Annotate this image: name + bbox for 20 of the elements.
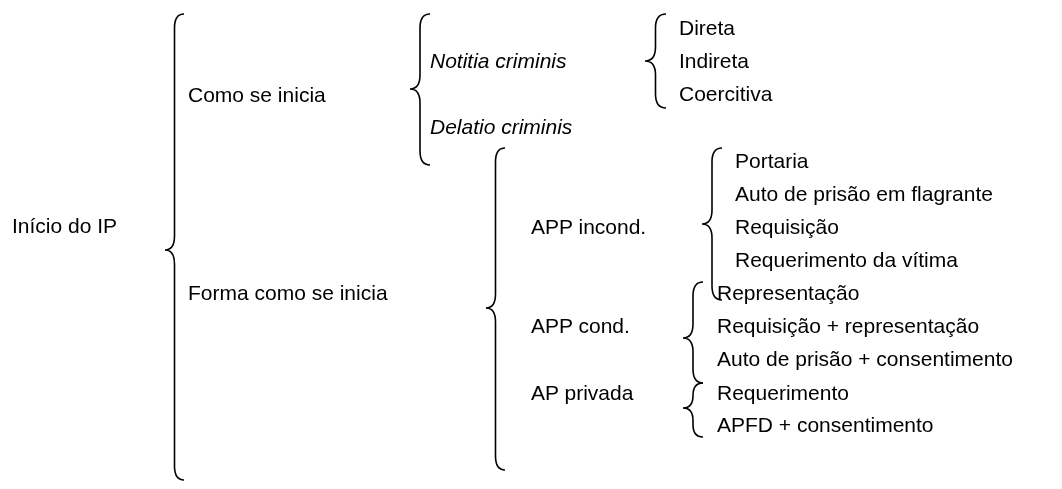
term-label: Representação: [717, 280, 860, 306]
term-label: Requisição + representação: [717, 313, 980, 339]
term-label: Direta: [679, 15, 736, 41]
term-label: Requisição: [735, 214, 839, 240]
term-label: Coercitiva: [679, 81, 773, 107]
term-label: AP privada: [531, 380, 634, 406]
term-label: APFD + consentimento: [717, 412, 934, 438]
term-label: Forma como se inicia: [188, 280, 388, 306]
term-label: APP cond.: [531, 313, 630, 339]
term-label: Portaria: [735, 148, 809, 174]
term-label: Indireta: [679, 48, 750, 74]
term-label: Como se inicia: [188, 82, 326, 108]
term-label: Requerimento: [717, 380, 849, 406]
term-label: Início do IP: [12, 213, 118, 239]
term-label: Requerimento da vítima: [735, 247, 958, 273]
term-label: APP incond.: [531, 214, 647, 240]
term-label: Auto de prisão em flagrante: [735, 181, 993, 207]
term-label: Delatio criminis: [430, 114, 573, 140]
term-label: Auto de prisão + consentimento: [717, 346, 1013, 372]
term-label: Notitia criminis: [430, 48, 567, 74]
